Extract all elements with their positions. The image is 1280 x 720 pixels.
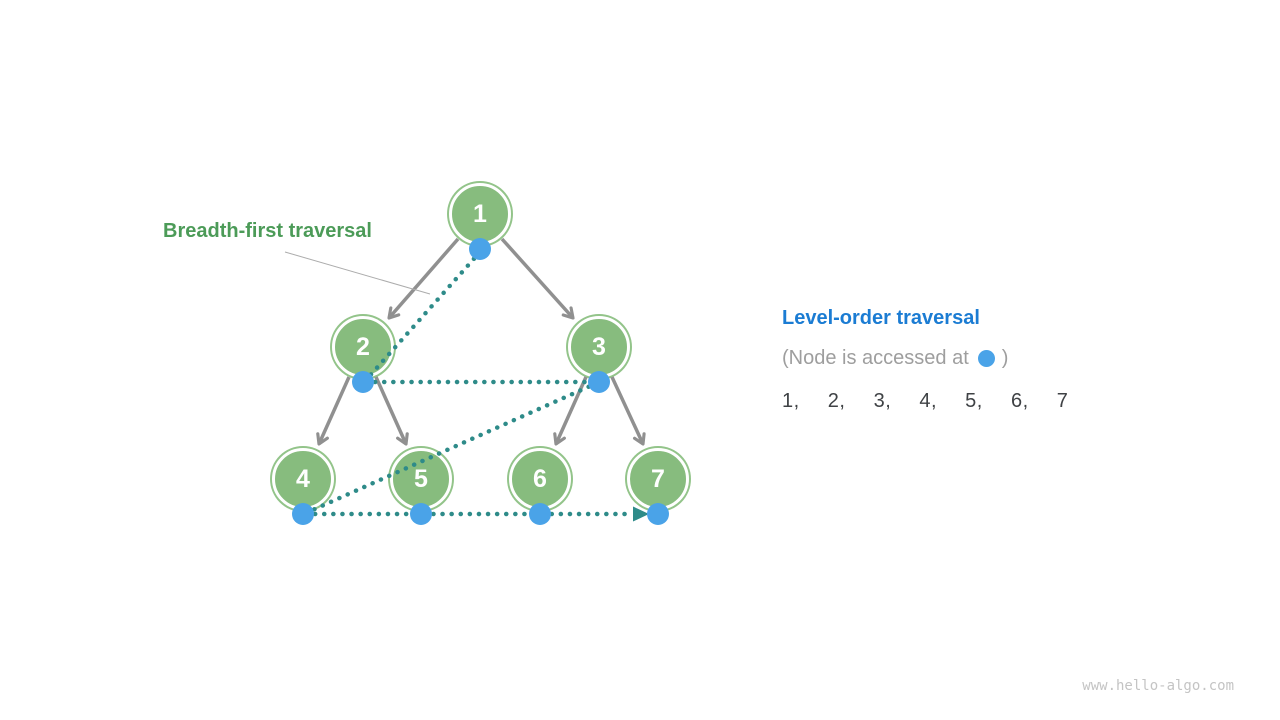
tree-node-3: 3 bbox=[568, 316, 630, 378]
access-dot-node-3 bbox=[588, 371, 610, 393]
access-dot-legend-icon bbox=[977, 349, 995, 367]
tree-node-4-value: 4 bbox=[296, 464, 310, 493]
access-dot-node-1 bbox=[469, 238, 491, 260]
traversal-sequence: 1, 2, 3, 4, 5, 6, 7 bbox=[782, 390, 1069, 412]
tree-node-5-value: 5 bbox=[414, 464, 428, 493]
tree-node-1-value: 1 bbox=[473, 199, 487, 228]
access-dot-node-7 bbox=[647, 503, 669, 525]
edge-1-2 bbox=[387, 237, 460, 320]
access-dot-node-4 bbox=[292, 503, 314, 525]
tree-node-1: 1 bbox=[449, 183, 511, 245]
access-note: (Node is accessed at ) bbox=[782, 347, 1068, 369]
edge-2-5 bbox=[374, 376, 409, 446]
tree-node-3-value: 3 bbox=[592, 332, 606, 361]
access-note-suffix: ) bbox=[1001, 347, 1009, 369]
tree-node-4: 4 bbox=[272, 448, 334, 510]
level-order-title: Level-order traversal bbox=[782, 307, 980, 329]
label-pointer-line bbox=[284, 251, 431, 295]
level-order-panel: Level-order traversal (Node is accessed … bbox=[782, 306, 1068, 412]
edge-2-4 bbox=[316, 376, 351, 446]
tree-node-2-value: 2 bbox=[356, 332, 370, 361]
tree-node-6-value: 6 bbox=[533, 464, 547, 493]
tree-node-2: 2 bbox=[332, 316, 394, 378]
tree-node-5: 5 bbox=[390, 448, 452, 510]
access-dot-node-2 bbox=[352, 371, 374, 393]
watermark: www.hello-algo.com bbox=[1082, 678, 1234, 694]
access-note-prefix: (Node is accessed at bbox=[782, 347, 969, 369]
edge-1-3 bbox=[500, 237, 575, 320]
tree-node-7: 7 bbox=[627, 448, 689, 510]
access-dot-node-6 bbox=[529, 503, 551, 525]
tree-node-6: 6 bbox=[509, 448, 571, 510]
tree-node-7-value: 7 bbox=[651, 464, 665, 493]
access-dot-node-5 bbox=[410, 503, 432, 525]
breadth-first-traversal-label: Breadth-first traversal bbox=[163, 220, 372, 242]
edge-3-6 bbox=[553, 376, 588, 446]
edge-3-7 bbox=[610, 376, 646, 446]
